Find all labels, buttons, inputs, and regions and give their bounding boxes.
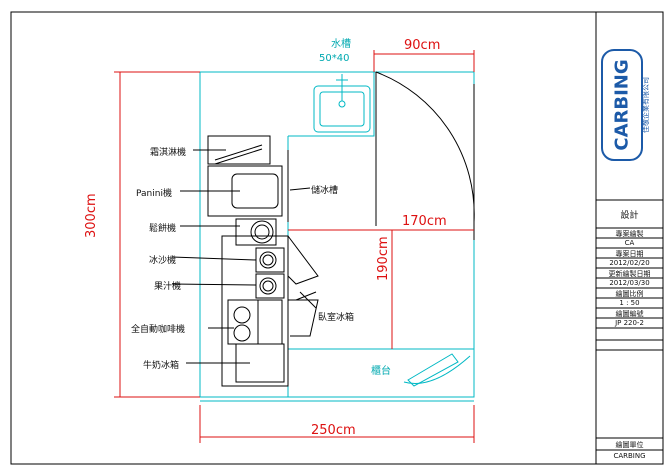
dimension-right: 170cm [402,214,447,229]
sink-symbol [313,74,371,133]
date-value: 2012/02/20 [609,259,650,267]
drawing-no-label: 繪圖編號 [615,310,644,318]
dimension-top: 90cm [404,38,441,53]
logo-text: CARBING [611,59,633,151]
design-label: 設計 [620,211,639,221]
leader-lines [171,149,317,364]
equipment-label-panini: Panini機 [136,189,172,199]
sink-size-label: 50*40 [319,53,350,64]
equipment-label-icecream: 霜淇淋機 [150,148,187,158]
title-block-grid [596,199,663,451]
drawing-no-value: JP 220-2 [615,319,644,327]
counter-symbol [403,353,471,387]
equipment-label-milk-fridge: 牛奶冰箱 [143,361,180,371]
storage-label: 儲冰槽 [311,186,339,196]
revised-label: 更新繪製日期 [608,270,651,278]
scale-value: 1 : 50 [619,299,640,307]
equipment-label-juicer: 果汁機 [154,282,182,292]
sink-label: 水槽 [331,39,351,50]
fridge-label: 臥室冰箱 [318,313,355,323]
unit-value: CARBING [613,452,646,460]
dimension-left: 300cm [84,193,99,238]
drawn-by-label: 專案繪製 [615,230,644,238]
logo-badge [601,49,643,161]
date-label: 專案日期 [615,250,644,258]
revised-value: 2012/03/30 [609,279,650,287]
dimension-bottom: 250cm [311,423,356,438]
drawn-by-value: CA [624,239,635,247]
equipment-label-coffee: 全自動咖啡機 [131,325,186,335]
equipment-label-waffle: 鬆餅機 [149,224,177,234]
dimension-lines [114,50,475,443]
door-swing [375,71,475,240]
unit-label: 繪圖單位 [615,441,644,449]
scale-label: 繪圖比例 [615,290,644,298]
equipment-label-smoothie: 冰沙機 [149,256,177,266]
counter-label: 櫃台 [371,366,391,377]
dimension-mid: 190cm [376,236,391,281]
company-name: 佳敬企業有限公司 [642,77,650,133]
